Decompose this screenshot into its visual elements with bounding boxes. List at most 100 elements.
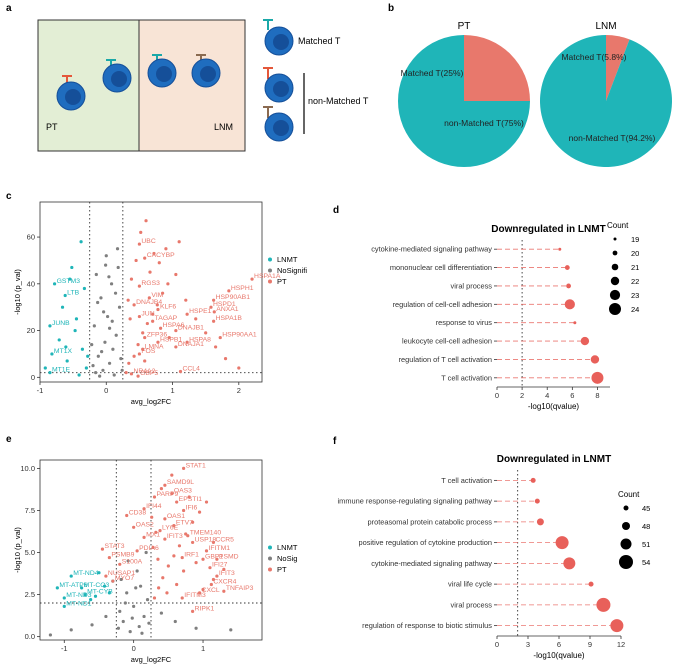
data-point [201,587,205,592]
gene-label: IFIT3 [219,570,235,577]
labeled-point [172,524,176,528]
pie-slice [398,35,530,167]
pie-slice-label: Matched T(5.8%) [561,52,626,62]
size-legend-dot [609,303,621,315]
gene-label: STAT3 [104,543,124,550]
data-point [123,601,127,605]
data-point [68,277,72,281]
labeled-point [50,352,54,356]
gene-label: MT1E [52,367,71,374]
data-point [116,265,120,270]
data-point [152,251,156,256]
labeled-point [156,307,160,312]
data-point [104,614,108,619]
data-point [135,569,139,573]
labeled-point [143,335,147,340]
data-point [118,609,122,614]
data-point [128,317,132,321]
data-point [119,577,123,582]
gene-label: GSTM3 [57,278,81,285]
lollipop-dot [588,581,594,587]
lollipop-dot [536,518,544,526]
x-tick-label: 12 [617,640,625,649]
size-legend-dot [620,538,632,550]
gene-label: ANXA1 [216,306,239,313]
data-point [77,373,81,377]
gene-label: MYO7 [115,575,134,582]
data-point [107,361,112,365]
data-point [184,298,188,302]
y-tick-label: 0 [31,373,35,382]
data-point [151,312,155,316]
gene-label: HSPE1 [189,308,212,315]
data-point [182,569,186,573]
size-legend-dot [613,237,617,241]
labeled-point [170,492,174,496]
labeled-point [142,535,146,539]
gene-label: HSPA1B [216,315,243,322]
y-tick-label: 7.5 [25,506,35,515]
labeled-point [185,340,189,344]
data-point [177,240,181,244]
pie-slice [606,35,630,101]
labeled-point [80,586,84,590]
panel-a-schematic: PT LNM Matched T [37,19,369,152]
lollipop-dot [591,371,604,384]
gene-label: TAGAP [155,315,178,322]
x-tick-label: 6 [570,391,574,400]
data-point [89,598,93,602]
size-legend-label: 22 [631,277,639,286]
legend-non-matched-t-cell [263,106,294,142]
labeled-point [222,589,226,593]
x-tick-label: 3 [526,640,530,649]
labeled-point [132,525,136,529]
data-point [102,310,106,314]
plot-title: Downregulated in LNMT [491,224,605,235]
labeled-point [163,517,167,521]
data-point [126,559,130,563]
category-label: response to virus [436,318,493,327]
labeled-point [197,591,202,595]
panel-label-a: a [6,3,12,14]
plot-frame [39,201,263,383]
data-point [82,286,86,291]
y-tick-label: 5.0 [25,548,35,557]
labeled-point [136,374,140,378]
labeled-point [118,562,122,566]
gene-label: ZFP36 [147,332,168,339]
data-point [64,345,68,349]
labeled-point [174,345,178,349]
data-point [157,586,161,590]
y-tick-label: 40 [27,279,35,288]
gene-label: HSPD1 [213,301,236,308]
data-point [104,263,108,267]
gene-label: STAT1 [186,462,206,469]
category-label: cytokine-mediated signaling pathway [371,245,492,254]
labeled-point [52,282,57,286]
gene-label: DNAJB1 [178,325,204,332]
lollipop-dot [564,265,570,270]
size-legend-label: 21 [631,263,639,272]
x-axis-label: avg_log2FC [131,655,172,664]
data-point [172,554,176,558]
x-tick-label: 0 [104,386,108,395]
gene-label: LY6E [162,525,179,532]
gene-label: GBP1 [205,553,223,560]
gene-label: TNFAIP3 [226,585,254,592]
size-legend-dot [610,276,620,286]
labeled-point [212,310,216,314]
y-axis-label: -log10 (p_val) [13,527,22,573]
t-cell [147,54,177,88]
data-point [191,520,195,524]
gene-label: MT-ND3 [66,592,92,599]
gene-label: MT-ND4 [73,570,99,577]
gene-label: HSPA1A [254,273,281,280]
gene-label: OAS2 [136,521,154,528]
lollipop-dot [530,477,536,483]
size-legend-dot [623,505,629,511]
labeled-point [250,277,254,281]
